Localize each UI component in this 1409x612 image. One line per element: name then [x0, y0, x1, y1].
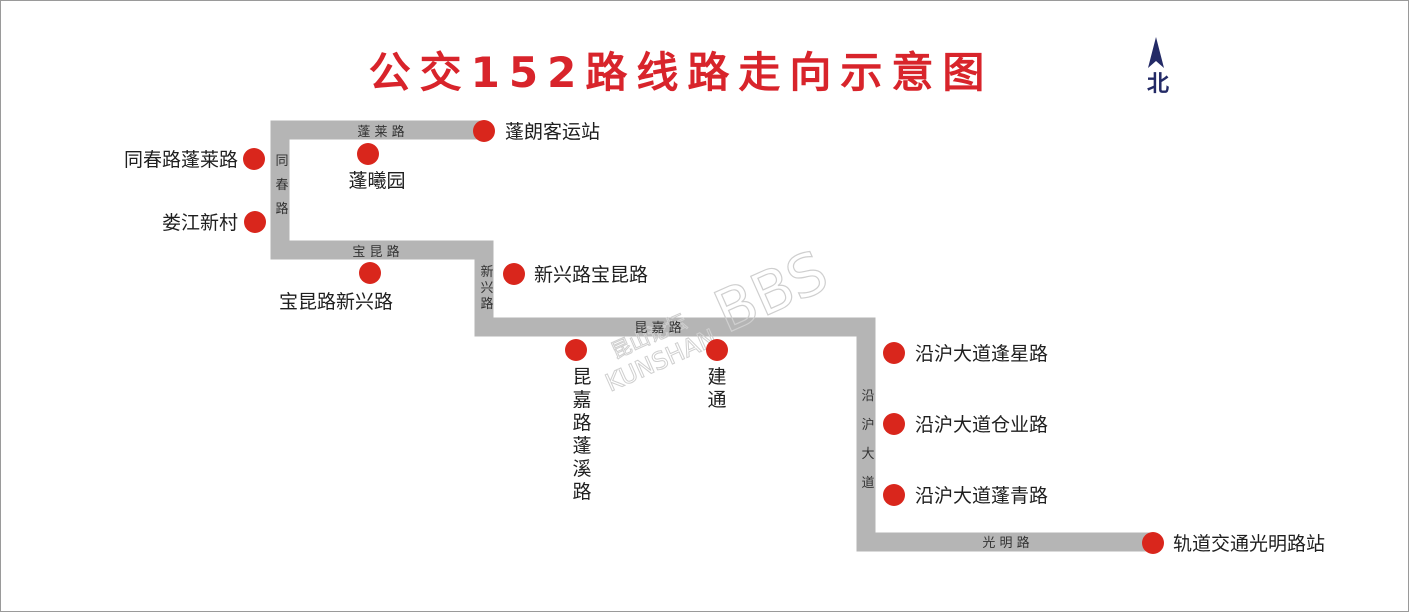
label-char: 溪	[572, 458, 591, 480]
label-char: 大	[861, 447, 874, 462]
road-label-kunjia: 昆 嘉 路	[634, 320, 681, 336]
road-label-guangming: 光 明 路	[982, 535, 1029, 551]
stop-yanhu-pengqing: 沿沪大道蓬青路	[883, 484, 1048, 507]
stop-marker	[503, 263, 525, 285]
stop-marker	[357, 143, 379, 165]
stop-label: 娄江新村	[162, 212, 238, 234]
label-char: 兴	[480, 281, 493, 296]
label-char: 昆	[572, 366, 591, 388]
label-char: 路	[275, 201, 288, 217]
stop-yanhu-cangye: 沿沪大道仓业路	[883, 413, 1048, 436]
stop-marker	[244, 211, 266, 233]
label-char: 通	[707, 389, 726, 411]
label-char: 沿	[861, 389, 874, 404]
stop-label: 新兴路宝昆路	[534, 264, 648, 286]
label-char: 沪	[861, 417, 874, 433]
stop-marker	[243, 148, 265, 170]
stop-marker	[473, 120, 495, 142]
stop-penglang-terminal: 蓬朗客运站	[473, 120, 600, 143]
stop-metro-guangming: 轨道交通光明路站	[1142, 532, 1325, 555]
stop-marker	[1142, 532, 1164, 554]
stop-xinxing-baokun: 新兴路宝昆路	[503, 263, 648, 286]
stop-tongchun-penglai: 同春路蓬莱路	[124, 148, 265, 171]
stop-marker	[883, 484, 905, 506]
label-char: 同	[275, 154, 288, 169]
road-label-yanhu: 沿沪大道	[861, 389, 874, 491]
route-line	[270, 120, 1151, 552]
stop-marker	[359, 262, 381, 284]
page-title: 公交152路线路走向示意图	[369, 48, 994, 97]
stop-jiantong: 建通	[706, 339, 728, 411]
stop-label: 沿沪大道逢星路	[915, 343, 1048, 365]
label-char: 道	[861, 476, 874, 491]
stop-marker	[883, 342, 905, 364]
label-char: 建	[707, 366, 726, 388]
stop-pengxi-garden: 蓬曦园	[348, 143, 406, 192]
label-char: 嘉	[572, 389, 591, 411]
stop-label: 轨道交通光明路站	[1173, 533, 1325, 555]
north-label: 北	[1147, 72, 1169, 97]
road-label-baokun: 宝 昆 路	[352, 244, 399, 260]
stop-label: 沿沪大道仓业路	[915, 414, 1048, 436]
stop-marker	[565, 339, 587, 361]
label-char: 新	[480, 264, 493, 280]
label-char: 路	[572, 412, 591, 434]
stop-baokun-xinxing: 宝昆路新兴路	[279, 262, 393, 313]
north-arrow-icon	[1148, 37, 1164, 68]
stop-marker	[706, 339, 728, 361]
label-char: 路	[480, 296, 493, 312]
label-char: 路	[572, 481, 591, 503]
stop-label: 同春路蓬莱路	[124, 149, 238, 171]
label-char: 蓬	[572, 435, 591, 457]
stop-label: 蓬朗客运站	[505, 121, 600, 143]
road-label-tongchun: 同春路	[275, 154, 288, 217]
label-char: 春	[275, 178, 288, 193]
stop-loujiang-village: 娄江新村	[162, 211, 266, 234]
north-indicator: 北	[1147, 37, 1169, 97]
stop-yanhu-fengxing: 沿沪大道逢星路	[883, 342, 1048, 365]
stop-label: 沿沪大道蓬青路	[915, 485, 1048, 507]
road-label-penglai: 蓬 莱 路	[357, 124, 404, 140]
stop-label: 宝昆路新兴路	[279, 291, 393, 313]
stop-marker	[883, 413, 905, 435]
road-label-xinxing: 新兴路	[480, 264, 493, 312]
stop-label: 蓬曦园	[348, 170, 405, 192]
stop-label: 建通	[707, 366, 726, 411]
